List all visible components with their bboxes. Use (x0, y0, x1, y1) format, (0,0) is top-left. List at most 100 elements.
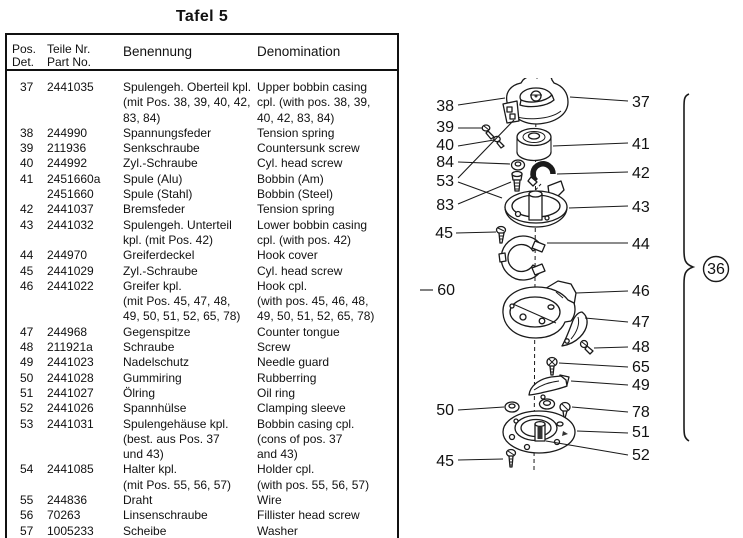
cell-pos: 54 (20, 462, 34, 477)
cell-benennung: Senkschraube (123, 141, 200, 156)
diagram-label-36: 36 (707, 261, 725, 278)
cell-denomination: Bobbin (Am) Bobbin (Steel) (257, 171, 334, 202)
cell-denomination: Fillister head screw (257, 508, 360, 523)
cell-part-no: 2441031 (47, 416, 94, 431)
diagram-label-42: 42 (632, 165, 650, 182)
diagram-label-49: 49 (632, 377, 650, 394)
cell-benennung: Halter kpl. (mit Pos. 55, 56, 57) (123, 462, 232, 492)
part-screw-48 (579, 339, 594, 355)
cell-benennung: Spulengehäuse kpl. (best. aus Pos. 37 un… (123, 416, 229, 462)
cell-benennung: Spulengeh. Unterteil kpl. (mit Pos. 42) (123, 217, 232, 247)
cell-pos: 48 (20, 340, 34, 355)
header-part-no: Teile Nr. Part No. (47, 42, 92, 69)
part-rubber-ring (504, 398, 556, 413)
table-row: 46 2441022 Greifer kpl. (mit Pos. 45, 47, … (7, 279, 397, 325)
diagram-label-47: 47 (632, 314, 650, 331)
cell-pos: 49 (20, 355, 34, 370)
cell-part-no: 2441037 (47, 202, 94, 217)
cell-part-no: 211936 (47, 141, 87, 156)
cell-part-no: 2441022 (47, 278, 94, 293)
cell-part-no: 2441085 (47, 462, 94, 477)
diagram-label-60: 60 (437, 282, 455, 299)
cell-denomination: Lower bobbin casing cpl. (with pos. 42) (257, 217, 368, 247)
part-bobbin (516, 127, 552, 162)
part-upper-bobbin-casing (502, 78, 569, 125)
table-header: Pos. Det. Teile Nr. Part No. Benennung D… (7, 35, 397, 71)
diagram-label-40: 40 (436, 137, 454, 154)
cell-denomination: Holder cpl. (with pos. 55, 56, 57) (257, 462, 370, 492)
cell-denomination: Tension spring (257, 202, 335, 217)
cell-denomination: Wire (257, 493, 282, 508)
cell-benennung: Spulengeh. Oberteil kpl. (mit Pos. 38, 3… (123, 80, 252, 125)
cell-benennung: Spannhülse (123, 401, 187, 416)
header-pos-det: Pos. Det. (12, 42, 37, 69)
part-hook-body (502, 280, 577, 339)
diagram-label-65: 65 (632, 359, 650, 376)
table-row: 54 2441085 Halter kpl. (mit Pos. 55, 56, 5… (7, 462, 397, 493)
group-number-circle (702, 255, 730, 283)
cell-pos: 46 (20, 278, 34, 293)
cell-benennung: Zyl.-Schraube (123, 263, 198, 278)
cell-part-no: 2441023 (47, 355, 94, 370)
cell-denomination: Hook cpl. (with pos. 45, 46, 48, 49, 50,… (257, 278, 375, 324)
part-cyl-head-screw-top (493, 135, 505, 149)
diagram-label-78: 78 (632, 404, 650, 421)
part-screw-83 (511, 170, 523, 192)
diagram-label-51: 51 (632, 424, 650, 441)
page-title: Tafel 5 (175, 8, 229, 25)
cell-pos: 43 (20, 217, 34, 232)
cell-denomination: Screw (257, 340, 291, 355)
cell-benennung: Linsenschraube (123, 508, 208, 523)
header-denomination: Denomination (257, 44, 341, 59)
part-cyl-head-screw-middle (495, 225, 507, 244)
cell-pos: 56 (20, 508, 34, 523)
diagram-label-38: 38 (436, 98, 454, 115)
cell-pos: 39 (20, 141, 34, 156)
cell-benennung: Draht (123, 493, 153, 508)
diagram-label-50: 50 (436, 402, 454, 419)
cell-pos: 37 (20, 80, 34, 94)
cell-denomination: Needle guard (257, 355, 330, 370)
cell-benennung: Spannungsfeder (123, 125, 212, 140)
cell-pos: 47 (20, 324, 34, 339)
part-hook-cover-ring (498, 235, 546, 281)
diagram-label-84: 84 (436, 154, 454, 171)
cell-pos: 51 (20, 385, 34, 400)
cell-pos: 45 (20, 263, 34, 278)
cell-benennung: Spule (Alu) Spule (Stahl) (123, 171, 193, 202)
part-washer-84 (510, 159, 526, 171)
cell-denomination: Washer (257, 523, 298, 538)
part-countersunk-screw (481, 124, 495, 140)
cell-benennung: Gegenspitze (123, 324, 191, 339)
cell-part-no: 2441027 (47, 385, 94, 400)
cell-part-no: 244836 (47, 493, 88, 508)
parts-table: Pos. Det. Teile Nr. Part No. Benennung D… (5, 33, 399, 538)
cell-benennung: Nadelschutz (123, 355, 190, 370)
table-row: 56 70263 Linsenschraube Fillister head scre… (7, 508, 397, 523)
cell-part-no: 244970 (47, 248, 88, 263)
cell-part-no: 211921a (47, 340, 93, 355)
part-tension-spring (527, 161, 556, 187)
diagram-label-83: 83 (436, 197, 454, 214)
cell-benennung: Greifer kpl. (mit Pos. 45, 47, 48, 49, 5… (123, 278, 241, 324)
cell-denomination: Counter tongue (257, 324, 340, 339)
cell-denomination: Tension spring (257, 125, 335, 140)
diagram-label-41: 41 (632, 136, 650, 153)
cell-part-no: 70263 (47, 508, 81, 523)
cell-denomination: Oil ring (257, 385, 296, 400)
cell-pos: 57 (20, 523, 34, 538)
part-screw-65 (546, 356, 558, 376)
cell-denomination: Upper bobbin casing cpl. (with pos. 38, … (257, 80, 371, 125)
diagram-label-45: 45 (436, 453, 454, 470)
cell-part-no: 2441035 (47, 80, 94, 94)
